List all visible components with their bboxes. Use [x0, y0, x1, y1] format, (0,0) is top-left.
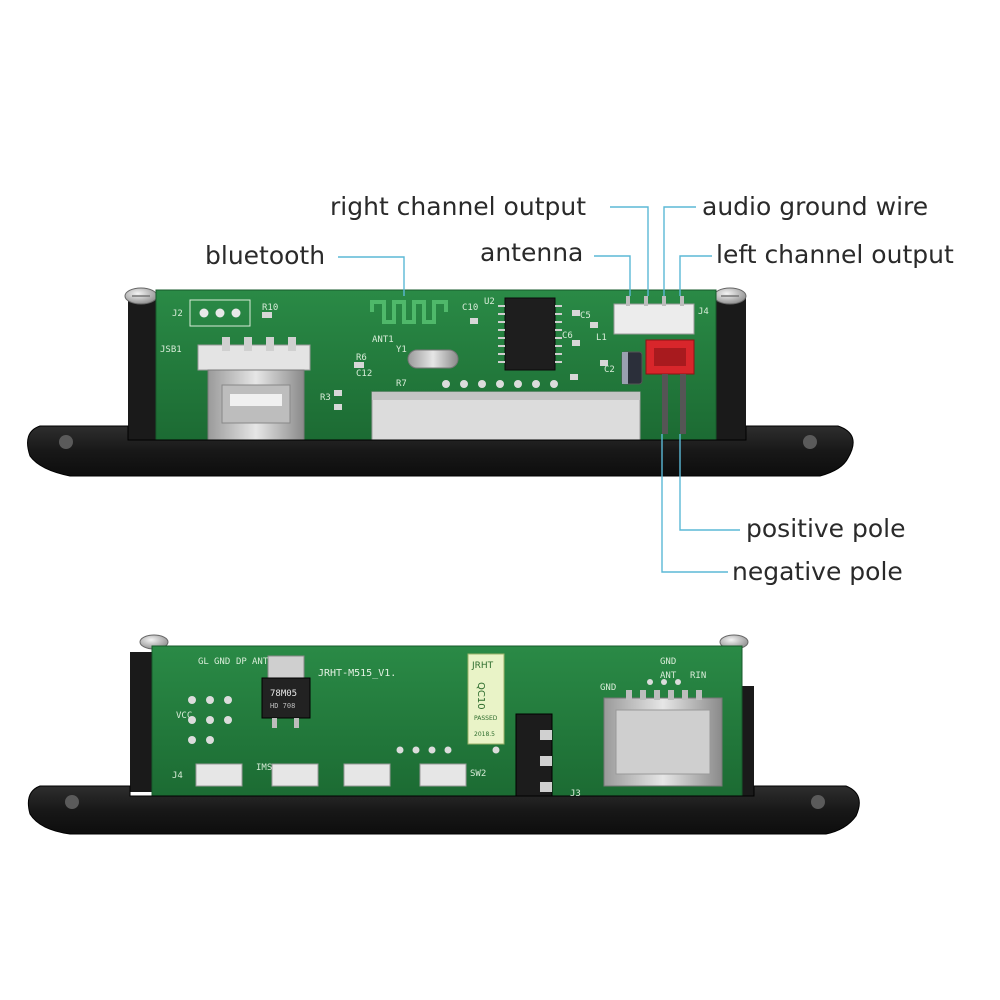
svg-text:VCC: VCC [176, 711, 192, 721]
pad-row [442, 380, 558, 388]
svg-text:J4: J4 [698, 307, 709, 317]
svg-text:GL: GL [198, 657, 209, 667]
svg-text:GND: GND [214, 657, 230, 667]
bluetooth-antenna-trace [370, 300, 448, 324]
svg-text:L1: L1 [596, 333, 607, 343]
svg-text:R3: R3 [320, 393, 331, 403]
top-module: J2 R10 JSB1 C10 U2 ANT1 R6 C12 Y1 R7 R3 … [27, 287, 854, 477]
bezel-bottom [27, 785, 860, 835]
svg-text:C6: C6 [562, 331, 573, 341]
svg-text:C5: C5 [580, 311, 591, 321]
leader-negative-pole [661, 434, 728, 573]
svg-text:ANT1: ANT1 [372, 335, 394, 345]
svg-text:2018.5: 2018.5 [474, 731, 495, 738]
connector-j2 [189, 299, 251, 327]
tact-switches [195, 763, 467, 787]
label-audio-ground-wire: audio ground wire [702, 192, 929, 221]
leader-audio-ground [663, 206, 696, 296]
left-post [128, 298, 156, 448]
svg-text:QC10: QC10 [475, 682, 486, 710]
svg-text:J2: J2 [172, 309, 183, 319]
leader-bluetooth [338, 256, 405, 296]
sd-card-slot [603, 690, 723, 787]
voltage-regulator: 78M05 HD 708 [261, 655, 311, 728]
label-right-channel-output: right channel output [330, 192, 587, 221]
svg-text:GND: GND [660, 657, 676, 667]
leader-antenna [594, 255, 631, 296]
usb-port [197, 337, 311, 443]
bezel-top [27, 425, 854, 477]
svg-text:Y1: Y1 [396, 345, 407, 355]
power-connector-red [645, 339, 695, 434]
svg-text:RIN: RIN [690, 671, 706, 681]
svg-text:JSB1: JSB1 [160, 345, 182, 355]
svg-text:ANT: ANT [660, 671, 677, 681]
svg-text:DP: DP [236, 657, 247, 667]
main-ic [498, 297, 562, 371]
bottom-module: 78M05 HD 708 JRHT QC10 PASSED 2018.5 JRH… [27, 634, 860, 835]
svg-text:C2: C2 [604, 365, 615, 375]
label-positive-pole: positive pole [746, 514, 906, 543]
svg-text:78M05: 78M05 [270, 689, 297, 699]
leader-left-channel [679, 255, 712, 296]
svg-text:HD 708: HD 708 [270, 702, 295, 710]
leader-positive-pole [679, 434, 740, 531]
silkscreen-top: J2 R10 JSB1 C10 U2 ANT1 R6 C12 Y1 R7 R3 … [160, 297, 709, 403]
svg-text:R10: R10 [262, 303, 278, 313]
svg-text:IMS: IMS [256, 763, 272, 773]
headphone-jack [515, 713, 553, 801]
silkscreen-bottom: GL GND DP ANT VCC J4 IMS SW2 GND ANT RIN… [172, 657, 706, 799]
model-label: JRHT-M515_V1. [318, 668, 396, 679]
svg-text:J3: J3 [570, 789, 581, 799]
svg-text:R7: R7 [396, 379, 407, 389]
label-bluetooth: bluetooth [205, 241, 326, 270]
left-post [130, 652, 154, 792]
svg-text:C12: C12 [356, 369, 372, 379]
svg-text:ANT: ANT [252, 657, 269, 667]
svg-text:R6: R6 [356, 353, 367, 363]
smd-components [262, 310, 608, 410]
svg-text:C10: C10 [462, 303, 478, 313]
svg-text:PASSED: PASSED [474, 715, 498, 722]
label-left-channel-output: left channel output [716, 240, 954, 269]
qc-sticker: JRHT QC10 PASSED 2018.5 [467, 653, 505, 745]
crystal-y1 [407, 349, 459, 369]
svg-text:U2: U2 [484, 297, 495, 307]
pad-grid [188, 679, 681, 754]
svg-text:SW2: SW2 [470, 769, 486, 779]
label-antenna: antenna [480, 238, 584, 267]
svg-text:JRHT: JRHT [471, 661, 494, 671]
leader-lines [338, 206, 740, 573]
audio-connector-white [613, 296, 695, 335]
leader-right-channel [610, 206, 649, 296]
svg-text:GND: GND [600, 683, 616, 693]
label-negative-pole: negative pole [732, 557, 903, 586]
right-post [716, 298, 746, 448]
svg-text:J4: J4 [172, 771, 183, 781]
